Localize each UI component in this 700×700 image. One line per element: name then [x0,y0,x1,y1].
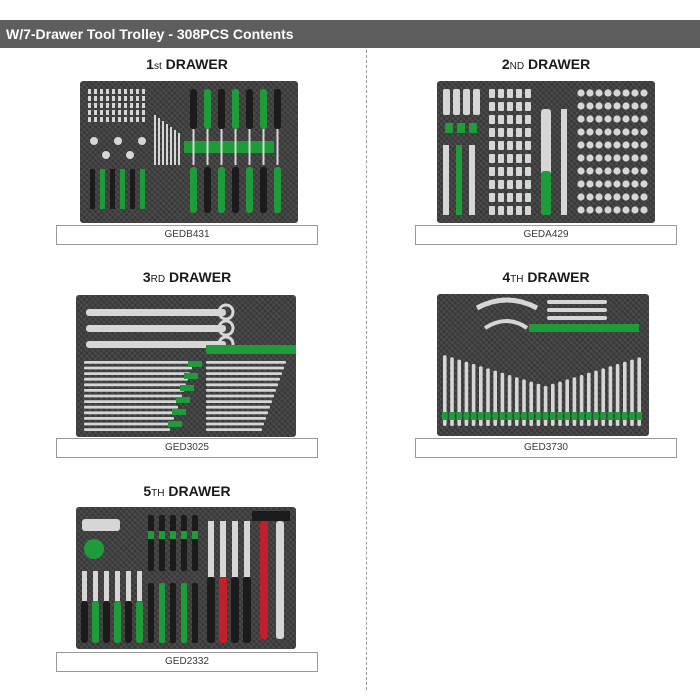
page-title: W/7-Drawer Tool Trolley - 308PCS Content… [6,26,294,42]
drawer-2-tools-illustration [443,89,648,215]
drawer-4-tools-illustration [442,297,642,426]
drawer-4-code[interactable]: GED3730 [415,438,677,458]
drawer-2-image[interactable] [437,81,655,223]
drawer-1-panel: 1st DRAWER GEDB431 [56,55,318,245]
drawer-1-title: 1st DRAWER [146,56,228,72]
drawer-1-code[interactable]: GEDB431 [56,225,318,245]
drawer-1-image[interactable] [80,81,298,223]
drawer-5-code[interactable]: GED2332 [56,652,318,672]
drawer-5-tools-illustration [81,511,290,643]
drawer-3-code[interactable]: GED3025 [56,438,318,458]
drawer-5-image[interactable] [76,507,296,649]
drawer-4-panel: 4TH DRAWER GED3730 [415,268,677,458]
drawer-2-panel: 2ND DRAWER GEDA429 [415,55,677,245]
drawer-4-image[interactable] [437,294,649,436]
drawer-1-tools-illustration [88,89,281,213]
drawer-5-panel: 5TH DRAWER GED2332 [56,482,318,672]
page-header: W/7-Drawer Tool Trolley - 308PCS Content… [0,20,700,48]
drawer-3-tools-illustration [84,303,296,431]
drawer-3-panel: 3RD DRAWER GED3025 [56,268,318,458]
drawer-5-title: 5TH DRAWER [143,483,231,499]
drawer-3-image[interactable] [76,295,296,437]
drawer-2-code[interactable]: GEDA429 [415,225,677,245]
drawer-2-title: 2ND DRAWER [501,56,591,72]
drawer-4-title: 4TH DRAWER [502,269,590,285]
column-divider [366,50,367,690]
drawer-3-title: 3RD DRAWER [142,269,232,285]
